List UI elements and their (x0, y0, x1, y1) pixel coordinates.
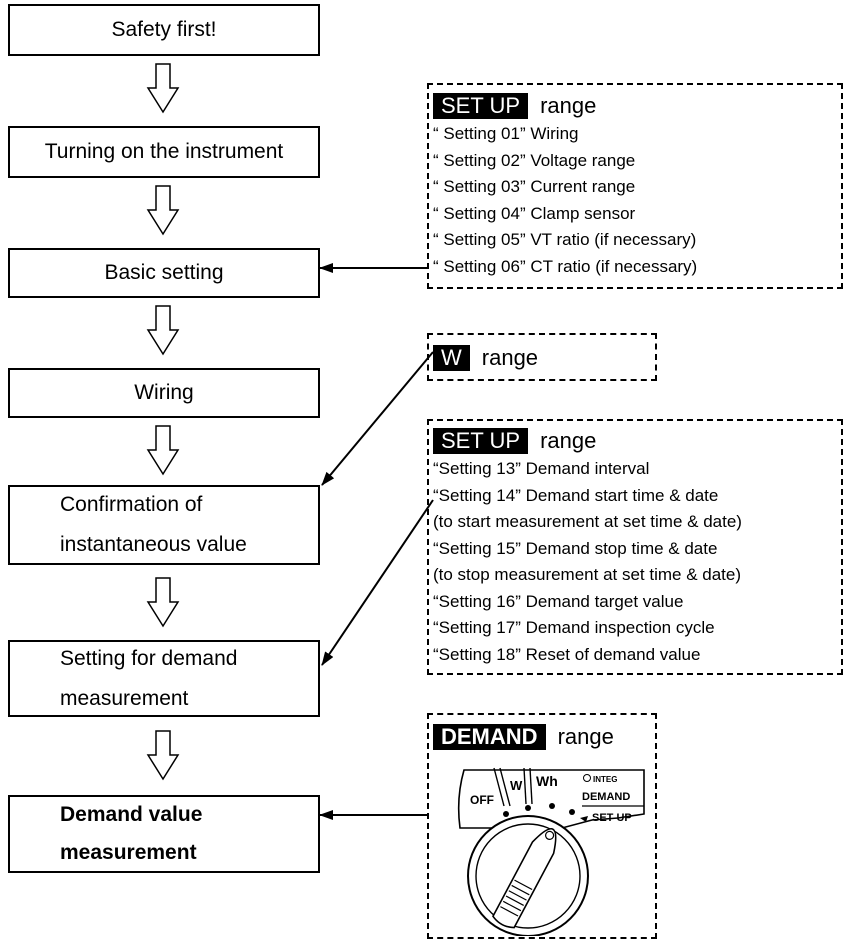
setting-list: “Setting 13” Demand interval “Setting 14… (433, 456, 841, 668)
step-turning-on: Turning on the instrument (8, 126, 320, 178)
note-heading: W range (433, 345, 655, 371)
range-label: range (481, 345, 539, 370)
setting-line: “Setting 15” Demand stop time & date (433, 538, 718, 558)
step-label: Wiring (134, 381, 194, 404)
setting-line: “ Setting 02” Voltage range (433, 150, 636, 170)
setup-note-basic: SET UP range “ Setting 01” Wiring “ Sett… (427, 83, 843, 289)
dial-label-setup: SET UP (592, 812, 632, 824)
arrow-setup-to-demand (321, 499, 434, 666)
step-label: Turning on the instrument (44, 140, 284, 163)
setting-line: “Setting 17” Demand inspection cycle (433, 618, 715, 637)
w-range-note: W range (427, 333, 657, 381)
step-demand-measurement: Demand value measurement (8, 795, 320, 873)
setting-line: “Setting 13” Demand interval (433, 459, 650, 478)
step-label: Safety first! (111, 18, 217, 41)
setting-line: “ Setting 06” CT ratio (if necessary) (433, 256, 698, 276)
down-arrow-6 (146, 730, 180, 781)
range-label: range (540, 93, 597, 118)
range-label: range (540, 428, 597, 453)
step-line2: measurement (60, 686, 189, 710)
range-label: range (557, 724, 614, 749)
step-line1: Demand value (60, 803, 203, 826)
step-line2: measurement (60, 841, 197, 864)
step-line1: Confirmation of (60, 493, 203, 516)
note-heading: SET UP range (433, 428, 841, 454)
down-arrow-3 (146, 305, 180, 356)
dial-label-demand: DEMAND (582, 791, 630, 803)
note-heading: DEMAND range (433, 724, 655, 750)
setting-line: “Setting 18” Reset of demand value (433, 644, 701, 664)
setting-line: “ Setting 05” VT ratio (if necessary) (433, 230, 697, 249)
step-safety-first: Safety first! (8, 4, 320, 56)
dial-label-off: OFF (470, 793, 494, 807)
setup-tag: SET UP (433, 93, 529, 119)
step-basic-setting: Basic setting (8, 248, 320, 298)
arrow-w-to-confirmation (321, 351, 434, 486)
step-label: Basic setting (104, 261, 224, 284)
dial-label-integ: INTEG (593, 775, 617, 784)
setting-line: (to start measurement at set time & date… (433, 512, 742, 531)
w-tag: W (433, 345, 470, 371)
step-confirmation: Confirmation of instantaneous value (8, 485, 320, 565)
setting-list: “ Setting 01” Wiring “ Setting 02” Volta… (433, 121, 841, 280)
down-arrow-2 (146, 185, 180, 236)
setting-line: “Setting 14” Demand start time & date (433, 485, 719, 505)
down-arrow-4 (146, 425, 180, 476)
down-arrow-1 (146, 63, 180, 114)
rotary-switch-dial: OFF W Wh INTEG DEMAND SET UP (457, 767, 645, 936)
down-arrow-5 (146, 577, 180, 628)
step-demand-setting: Setting for demand measurement (8, 640, 320, 717)
step-wiring: Wiring (8, 368, 320, 418)
setting-line: “ Setting 01” Wiring (433, 124, 579, 143)
dial-label-w: W (510, 778, 523, 793)
setting-line: “ Setting 03” Current range (433, 177, 636, 196)
step-line1: Setting for demand (60, 646, 238, 670)
setup-tag: SET UP (433, 428, 529, 454)
setup-note-demand: SET UP range “Setting 13” Demand interva… (427, 419, 843, 675)
setting-line: “ Setting 04” Clamp sensor (433, 203, 636, 223)
setting-line: (to stop measurement at set time & date) (433, 565, 742, 584)
dial-label-wh: Wh (536, 773, 558, 789)
setting-line: “Setting 16” Demand target value (433, 591, 684, 611)
step-line2: instantaneous value (60, 533, 247, 556)
note-heading: SET UP range (433, 93, 841, 119)
demand-tag: DEMAND (433, 724, 546, 750)
